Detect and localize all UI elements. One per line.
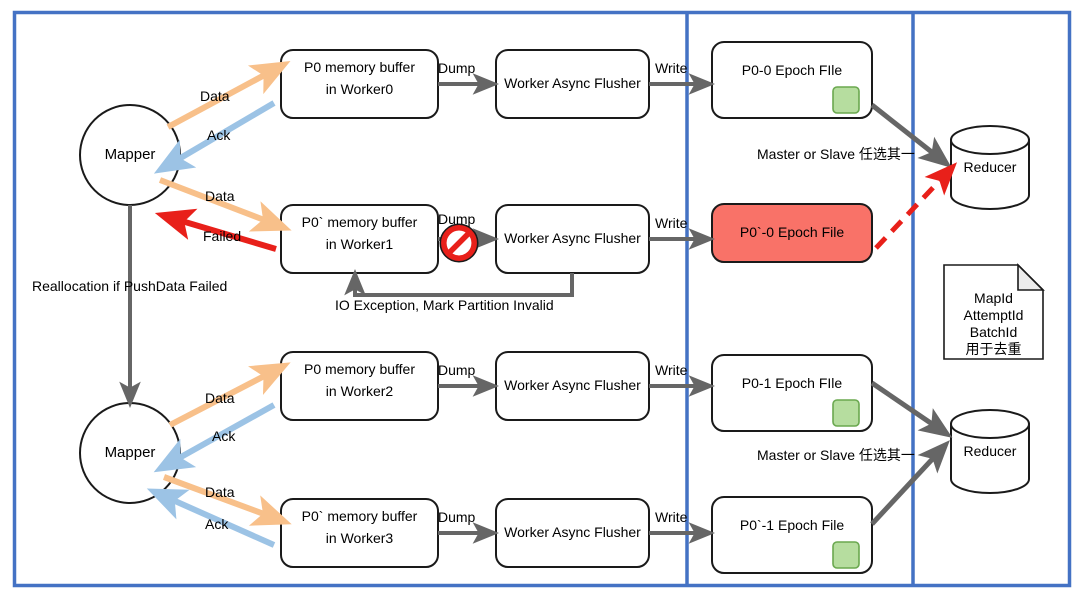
- flusher-box-3: [495, 498, 650, 568]
- edge-label-dump-1: Dump: [438, 211, 476, 227]
- epoch-file-badge-0: [832, 86, 860, 114]
- buffer-box-worker0: [280, 49, 439, 119]
- flusher-box-1: [495, 204, 650, 274]
- edge-label-data-worker3: Data: [205, 484, 235, 500]
- arrow-data-worker3: [162, 474, 292, 526]
- arrow-data-worker2: [168, 362, 291, 428]
- arrow-epoch0-to-reducer1: [870, 103, 952, 168]
- flusher-box-2: [495, 351, 650, 421]
- arrow-io-exception: [344, 268, 574, 297]
- edge-label-dump-3: Dump: [438, 509, 476, 525]
- no-entry-icon: [439, 223, 479, 263]
- edge-label-reallocation: Reallocation if PushData Failed: [32, 278, 228, 294]
- mapper-circle-2: [79, 402, 181, 504]
- arrow-ack-worker3: [146, 488, 276, 548]
- edge-label-ack-worker3: Ack: [205, 516, 229, 532]
- flusher-box-0: [495, 49, 650, 119]
- epoch-file-badge-2: [832, 399, 860, 427]
- edge-label-write-1: Write: [655, 215, 688, 231]
- edge-label-master-or-slave-2: Master or Slave 任选其一: [757, 447, 915, 463]
- edge-label-data-worker2: Data: [205, 390, 235, 406]
- epoch-file-badge-3: [832, 541, 860, 569]
- reducer-cylinder-2: [950, 409, 1030, 494]
- buffer-box-worker1: [280, 204, 439, 274]
- buffer-box-worker2: [280, 351, 439, 421]
- edge-label-master-or-slave-1: Master or Slave 任选其一: [757, 146, 915, 162]
- edge-label-failed-worker1: Failed: [203, 228, 242, 244]
- edge-label-write-0: Write: [655, 60, 688, 76]
- reducer-cylinder-1: [950, 125, 1030, 210]
- outer-frame: [12, 10, 1072, 588]
- edge-label-write-2: Write: [655, 362, 688, 378]
- edge-label-ack-worker0: Ack: [207, 127, 231, 143]
- mapper-circle-1: [79, 104, 181, 206]
- edge-label-data-worker0: Data: [200, 88, 230, 104]
- arrow-ack-worker0: [153, 100, 276, 174]
- arrow-epoch1-to-reducer1-dashed: [874, 162, 958, 250]
- edge-label-dump-2: Dump: [438, 362, 476, 378]
- epoch-file-box-1: [711, 203, 873, 263]
- arrow-data-worker1: [158, 177, 292, 232]
- arrow-data-worker0: [166, 61, 291, 130]
- arrow-failed-worker1: [154, 208, 277, 252]
- edge-label-write-3: Write: [655, 509, 688, 525]
- arrow-ack-worker2: [153, 402, 276, 473]
- edge-label-data-worker1: Data: [205, 188, 235, 204]
- dedup-note-shape: [943, 263, 1045, 360]
- edge-label-dump-0: Dump: [438, 60, 476, 76]
- buffer-box-worker3: [280, 498, 439, 568]
- arrow-epoch3-to-reducer2: [870, 440, 950, 526]
- edge-label-io-exception: IO Exception, Mark Partition Invalid: [335, 297, 554, 313]
- edge-label-ack-worker2: Ack: [212, 428, 236, 444]
- arrow-epoch2-to-reducer2: [870, 380, 953, 438]
